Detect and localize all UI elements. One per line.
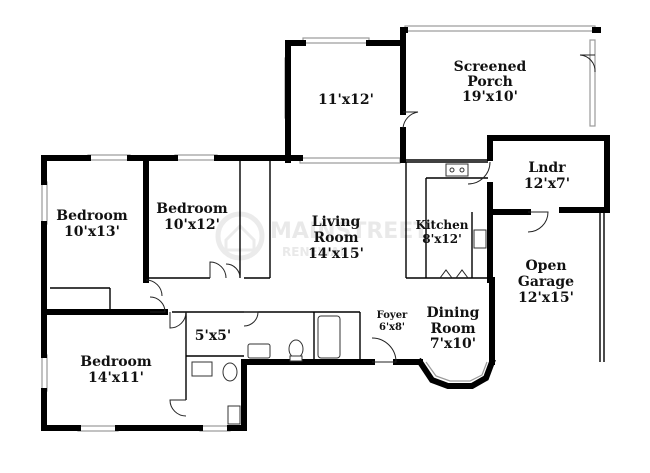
foyer-size: 6'x8' (379, 322, 405, 333)
room-bedroom-middle: Bedroom 10'x12' (156, 201, 228, 233)
screened-porch-size: 19'x10' (462, 89, 518, 105)
laundry-size: 12'x7' (524, 176, 570, 192)
bedroom-bottom-label: Bedroom (80, 354, 152, 370)
room-bedroom-left: Bedroom 10'x13' (56, 208, 128, 240)
room-open-garage: Open Garage 12'x15' (518, 258, 574, 306)
room-screened-porch: Screened Porch 19'x10' (454, 59, 527, 105)
walls (41, 27, 610, 431)
doors (145, 54, 596, 417)
room-11x12-size: 11'x12' (318, 92, 374, 108)
kitchen-label: Kitchen (416, 218, 469, 232)
room-kitchen: Kitchen 8'x12' (416, 218, 469, 246)
screened-porch-label-1: Screened (454, 59, 527, 75)
open-garage-label-1: Open (525, 258, 566, 274)
dining-room-label-1: Dining (427, 305, 480, 321)
living-room-label-1: Living (312, 214, 361, 230)
living-room-size: 14'x15' (308, 246, 364, 262)
bedroom-bottom-size: 14'x11' (88, 370, 144, 386)
room-foyer: Foyer 6'x8' (377, 310, 408, 333)
dining-room-size: 7'x10' (430, 336, 476, 352)
room-bedroom-bottom: Bedroom 14'x11' (80, 354, 152, 386)
bath-size: 5'x5' (195, 328, 231, 344)
dining-room-label-2: Room (430, 321, 475, 337)
svg-text:RENEWAL: RENEWAL (282, 245, 348, 259)
bedroom-left-label: Bedroom (56, 208, 128, 224)
open-garage-label-2: Garage (518, 274, 574, 290)
foyer-label: Foyer (377, 310, 408, 321)
bedroom-middle-size: 10'x12' (164, 217, 220, 233)
bedroom-middle-label: Bedroom (156, 201, 228, 217)
living-room-label-2: Room (313, 230, 358, 246)
screened-porch-label-2: Porch (467, 74, 513, 90)
fixtures (191, 163, 487, 425)
svg-text:MAINSTREET: MAINSTREET (270, 219, 428, 244)
bedroom-left-size: 10'x13' (64, 224, 120, 240)
room-laundry: Lndr 12'x7' (524, 160, 570, 192)
room-dining: Dining Room 7'x10' (427, 305, 480, 352)
laundry-label: Lndr (528, 160, 566, 176)
kitchen-size: 8'x12' (422, 232, 462, 246)
room-living: Living Room 14'x15' (308, 214, 364, 262)
open-garage-size: 12'x15' (518, 290, 574, 306)
